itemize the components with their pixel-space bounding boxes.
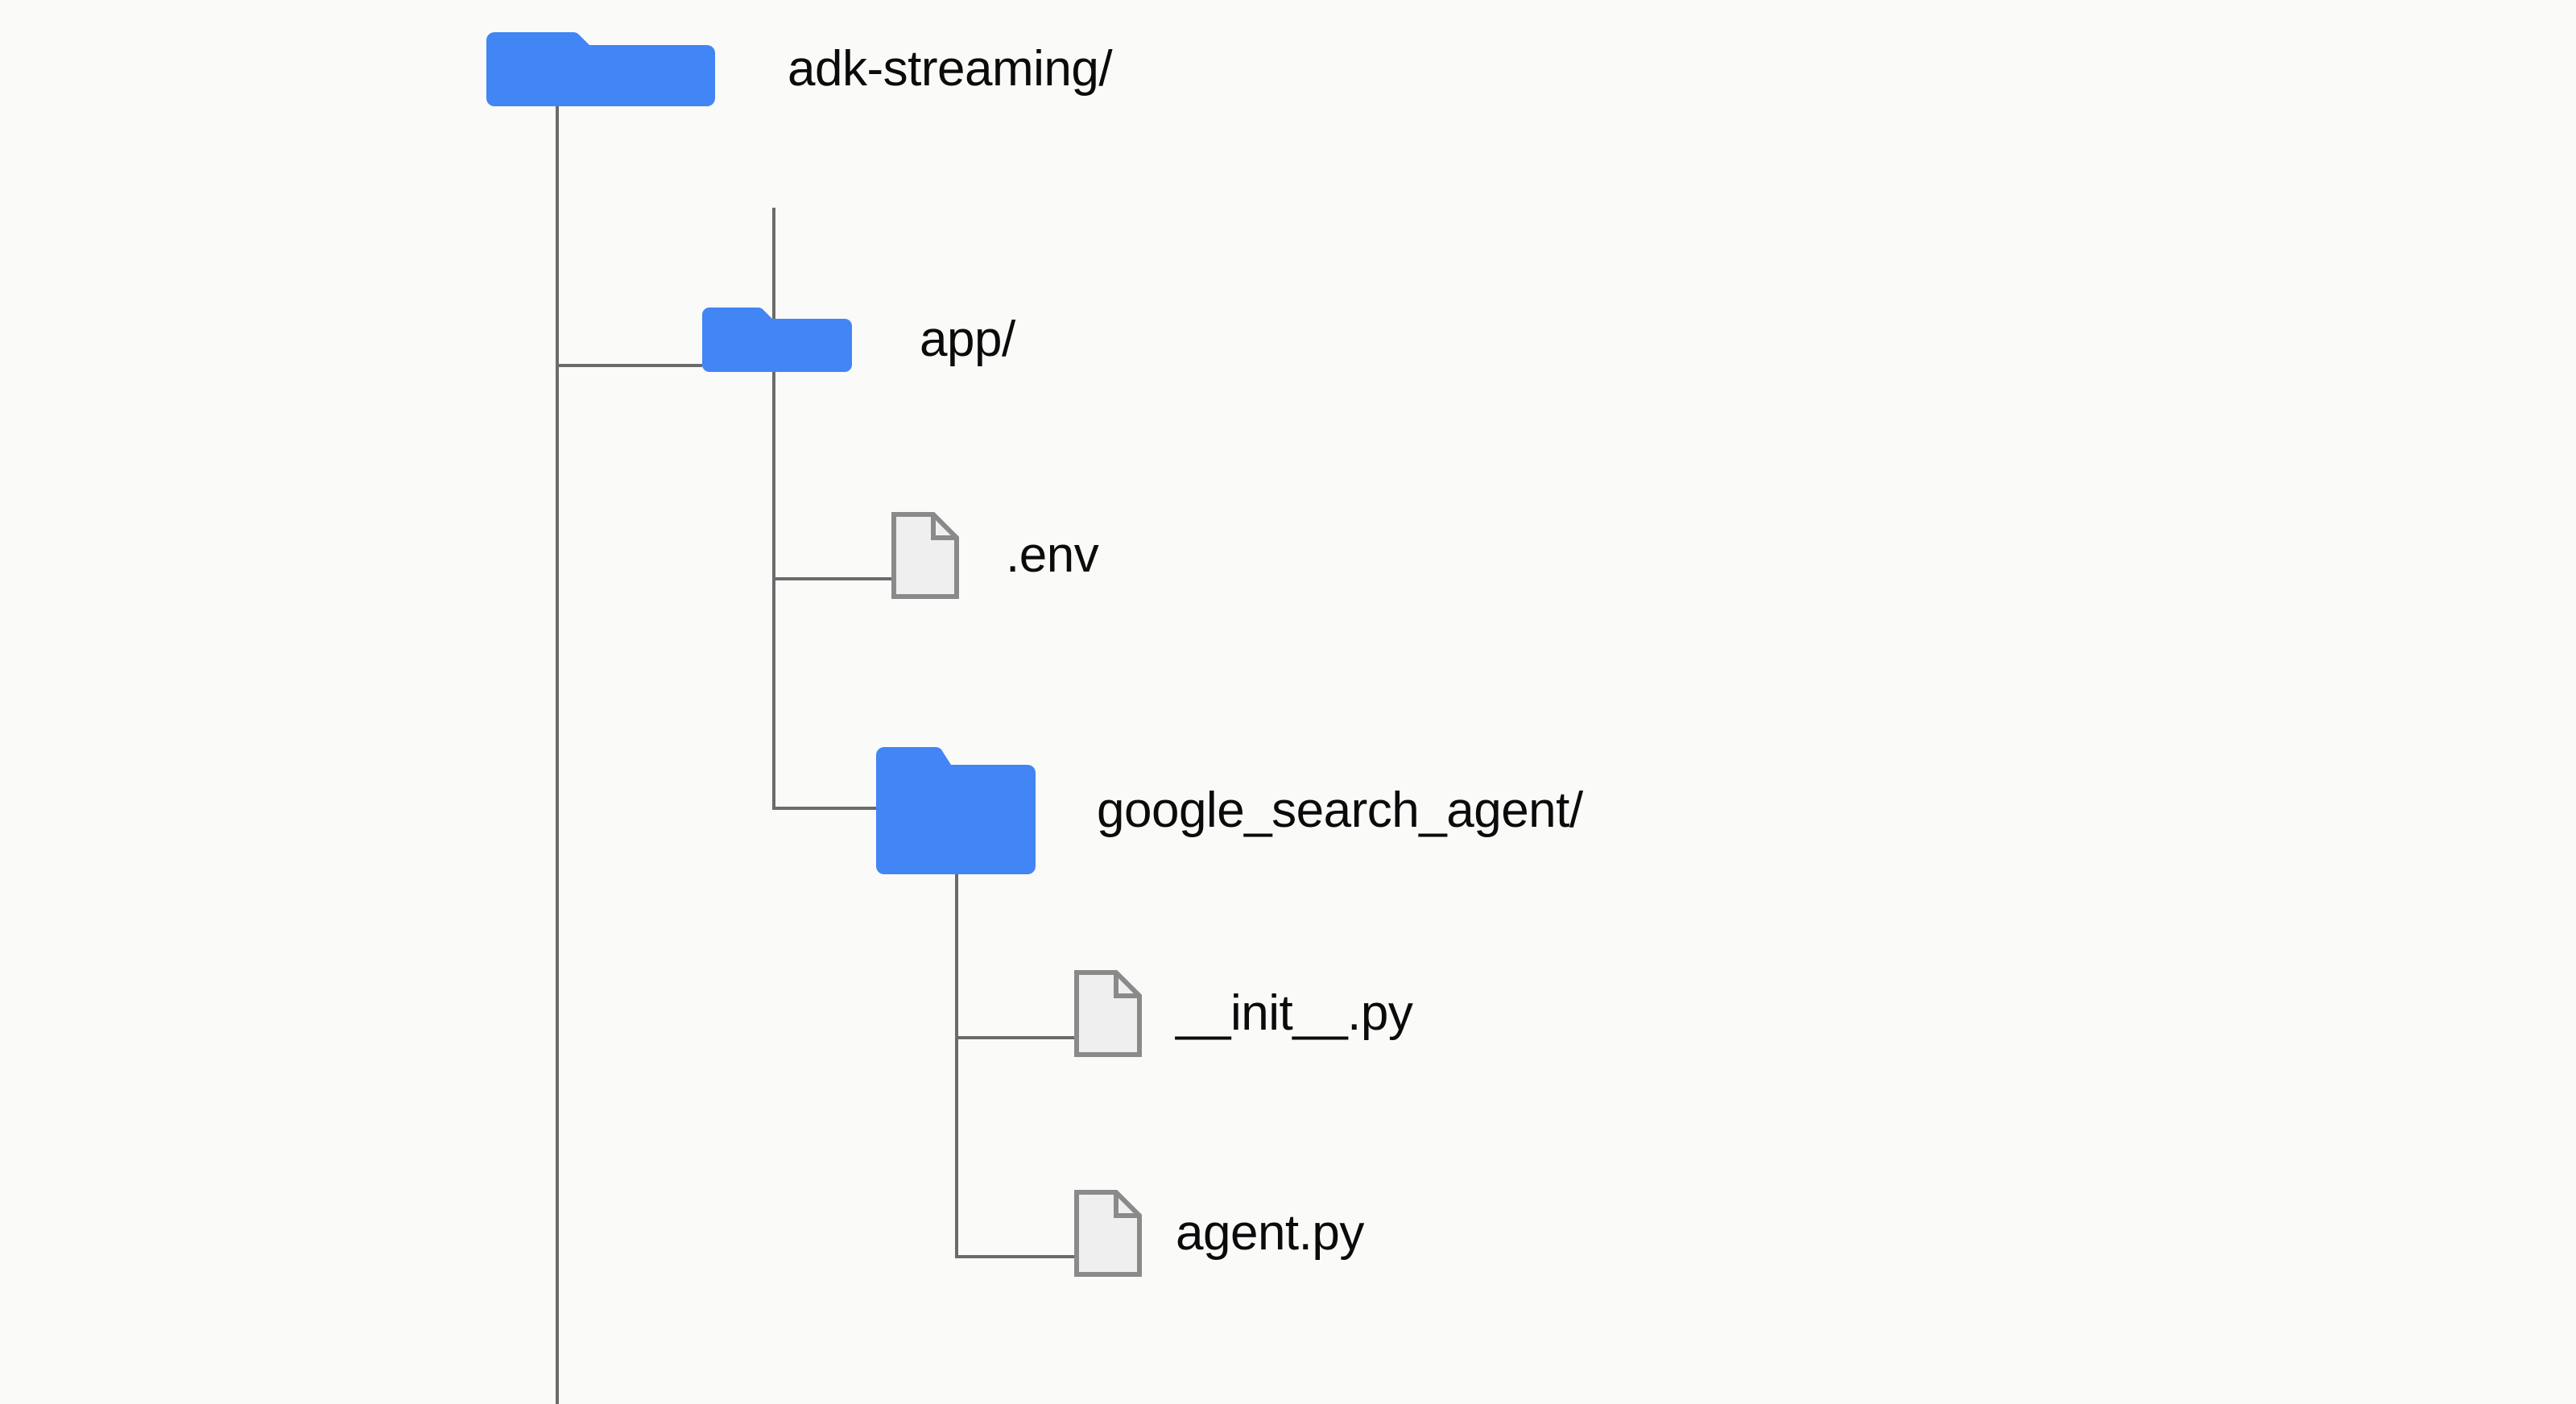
- folder-icon: [702, 308, 852, 372]
- file-icon: [1074, 1190, 1142, 1277]
- tree-node-label: .env: [1006, 527, 1099, 583]
- tree-node-env[interactable]: .env: [891, 512, 1099, 599]
- folder-icon: [486, 32, 715, 106]
- file-icon: [1074, 970, 1142, 1057]
- tree-node-adk-streaming[interactable]: adk-streaming/: [486, 32, 1113, 106]
- tree-node-label: agent.py: [1176, 1205, 1364, 1261]
- connector-google-search-agent-trunk: [955, 873, 958, 1258]
- file-icon: [891, 512, 959, 599]
- tree-node-label: __init__.py: [1176, 985, 1413, 1041]
- folder-icon: [876, 747, 1036, 874]
- connector-app-to-google-search-agent: [772, 807, 893, 810]
- connector-app-to-env: [772, 577, 893, 580]
- connector-app-trunk: [772, 208, 775, 810]
- tree-node-init-py[interactable]: __init__.py: [1074, 970, 1413, 1057]
- connector-root-to-app: [556, 364, 702, 367]
- tree-node-agent-py[interactable]: agent.py: [1074, 1190, 1364, 1277]
- tree-node-label: adk-streaming/: [788, 41, 1113, 97]
- connector-gsa-to-init-py: [955, 1036, 1076, 1039]
- connector-root-trunk: [556, 103, 559, 1404]
- tree-node-label: google_search_agent/: [1097, 783, 1583, 838]
- tree-node-google-search-agent[interactable]: google_search_agent/: [876, 747, 1583, 874]
- tree-node-app[interactable]: app/: [702, 308, 1015, 372]
- connector-gsa-to-agent-py: [955, 1255, 1076, 1258]
- tree-node-label: app/: [920, 312, 1015, 367]
